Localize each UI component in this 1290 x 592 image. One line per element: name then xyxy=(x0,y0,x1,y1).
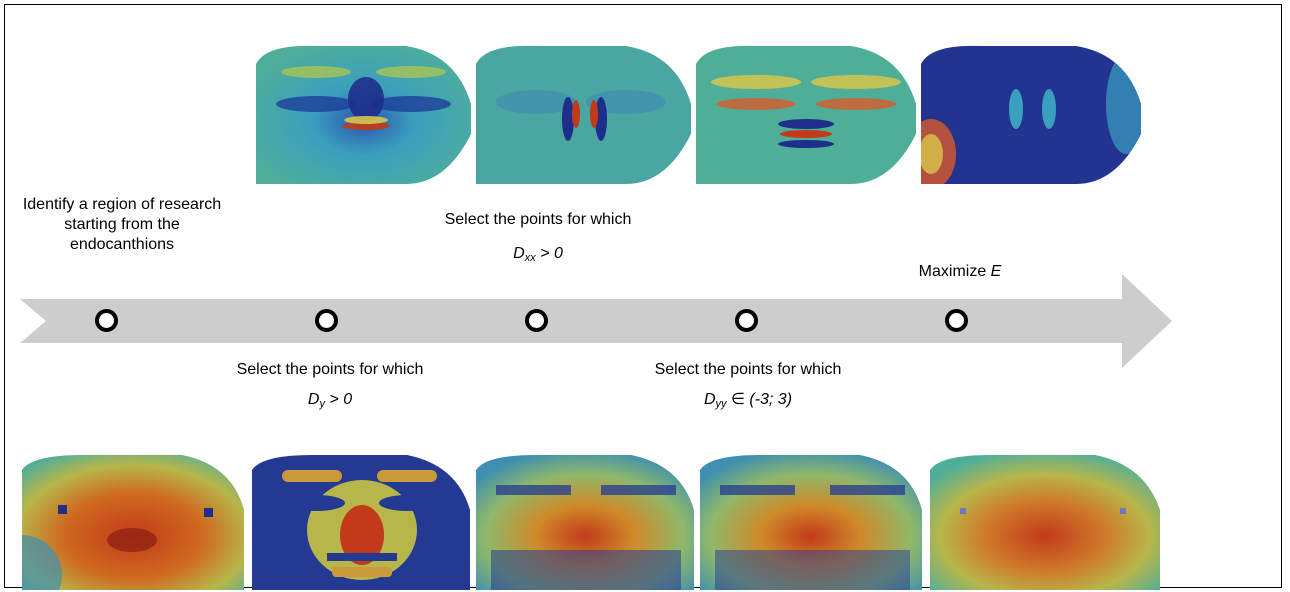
timeline-node-4 xyxy=(735,309,758,332)
step-2-text: Select the points for which xyxy=(236,361,424,378)
timeline-arrow-shape xyxy=(20,274,1172,368)
step-3-text: Select the points for which xyxy=(444,211,632,228)
step-3-label: Select the points for which Dxx > 0 xyxy=(438,210,638,264)
step-1-label: Identify a region of research starting f… xyxy=(22,195,222,255)
step-3-formula: Dxx > 0 xyxy=(513,245,563,264)
timeline-node-1 xyxy=(95,309,118,332)
bottom-image-depth-map-with-endocanthions xyxy=(22,455,244,590)
top-image-dyy-heatmap xyxy=(696,45,916,184)
step-5-label: Maximize E xyxy=(860,262,1060,282)
step-5-formula: E xyxy=(990,263,1002,280)
step-2-label: Select the points for which Dy > 0 xyxy=(230,360,430,410)
bottom-image-result-depth-map xyxy=(930,455,1160,590)
bottom-image-dyy-mask xyxy=(700,455,922,590)
step-5-text: Maximize xyxy=(918,263,991,280)
timeline-node-2 xyxy=(315,309,338,332)
timeline-node-3 xyxy=(525,309,548,332)
top-image-e-heatmap xyxy=(921,45,1141,184)
bottom-image-dy-mask xyxy=(252,455,470,590)
step-1-text: Identify a region of research starting f… xyxy=(22,196,222,253)
top-image-dxx-heatmap xyxy=(476,45,691,184)
step-4-text: Select the points for which xyxy=(654,361,842,378)
step-4-label: Select the points for which Dyy ∈ (-3; 3… xyxy=(648,360,848,410)
step-4-formula: Dyy ∈ (-3; 3) xyxy=(703,391,793,410)
top-image-dy-heatmap xyxy=(256,45,471,184)
bottom-image-dxx-mask xyxy=(476,455,694,590)
timeline-node-5 xyxy=(945,309,968,332)
step-2-formula: Dy > 0 xyxy=(307,391,353,410)
